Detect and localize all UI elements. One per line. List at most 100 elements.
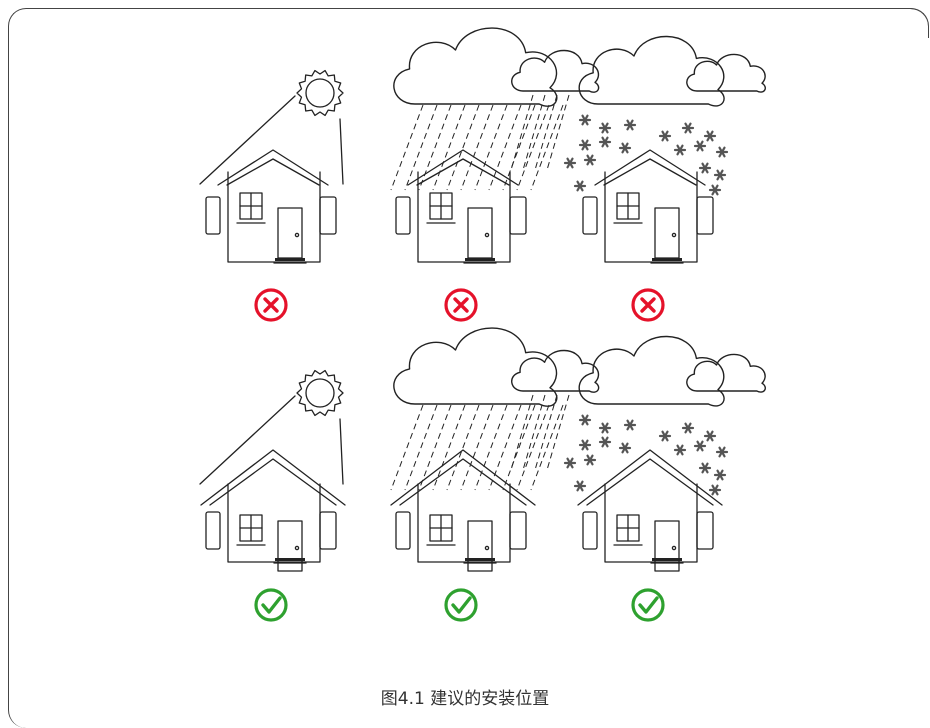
sun-rays: [296, 69, 344, 117]
rain-streak: [516, 404, 550, 491]
snowflake: [693, 440, 707, 452]
snowflake: [693, 140, 707, 152]
snowflake: [563, 457, 577, 469]
rain-streak: [460, 404, 494, 491]
snowflake: [578, 139, 592, 151]
snowflake: [573, 180, 587, 192]
cloud-large: [578, 35, 725, 107]
cloud-small: [511, 349, 600, 393]
house-door: [654, 207, 680, 259]
door-knob: [671, 545, 677, 551]
cloud-large: [393, 27, 558, 107]
unit-right: [319, 511, 337, 550]
rain-streak: [502, 404, 536, 491]
snowflake: [623, 419, 637, 431]
snowflake: [583, 154, 597, 166]
rain-streak: [546, 394, 570, 471]
snowflake: [578, 114, 592, 126]
rain-streak: [474, 104, 508, 191]
snowflake: [598, 436, 612, 448]
snowflake: [715, 446, 729, 458]
door-step: [275, 258, 305, 261]
rain-streak: [546, 94, 570, 171]
rain-streak: [502, 104, 536, 191]
rain-streak: [446, 104, 480, 191]
snowflake: [708, 484, 722, 496]
scene-sun: [199, 369, 346, 622]
house-wall: [227, 171, 321, 263]
snowflake: [715, 146, 729, 158]
house-wall: [417, 171, 511, 263]
check-circle-icon: [631, 588, 665, 622]
snowflake: [598, 122, 612, 134]
snowflake: [598, 422, 612, 434]
door-knob: [294, 232, 300, 238]
snowflake: [703, 130, 717, 142]
house-wall: [227, 483, 321, 563]
door-knob: [294, 545, 300, 551]
snowflake: [563, 157, 577, 169]
rain-streak: [530, 104, 564, 191]
house-wall: [604, 171, 698, 263]
snowflake: [618, 442, 632, 454]
unit-right: [696, 511, 714, 550]
roof-outer: [390, 449, 536, 506]
sun-beam-left: [199, 95, 296, 185]
roof-inner: [226, 158, 320, 186]
rain-streak: [418, 104, 452, 191]
rain-streak: [404, 404, 438, 491]
unit-left: [395, 196, 411, 235]
door-step: [652, 258, 682, 261]
cloud-small: [686, 53, 766, 93]
snowflake: [713, 169, 727, 181]
snowflake: [583, 454, 597, 466]
rain-streak: [510, 394, 534, 471]
snowflake: [698, 162, 712, 174]
unit-left: [582, 196, 598, 235]
snowflake: [658, 130, 672, 142]
door-step: [275, 558, 305, 561]
rain-streak: [522, 94, 546, 171]
sun-rays: [296, 369, 344, 417]
roof-outer: [200, 449, 346, 506]
figure-caption: 图4.1 建议的安装位置: [380, 689, 550, 709]
scene-sun: [199, 69, 344, 322]
scene-snow: [563, 335, 766, 622]
snowflake: [578, 414, 592, 426]
snowflake: [578, 439, 592, 451]
rain-streak: [488, 104, 522, 191]
rain-streak: [522, 394, 546, 471]
cloud-large: [578, 335, 725, 407]
house-door: [467, 207, 493, 259]
rain-streak: [404, 104, 438, 191]
snowflake: [698, 462, 712, 474]
door-knob: [484, 232, 490, 238]
check-circle-icon: [444, 588, 478, 622]
snowflake: [708, 184, 722, 196]
unit-left: [205, 511, 221, 550]
rain-streak: [432, 104, 466, 191]
unit-right: [696, 196, 714, 235]
house-door: [277, 207, 303, 259]
rain-streak: [474, 404, 508, 491]
snowflake: [681, 422, 695, 434]
row-recommended: [199, 327, 766, 622]
rain-streak: [432, 404, 466, 491]
door-step: [465, 258, 495, 261]
roof-outer: [217, 149, 329, 186]
rain-streak: [418, 404, 452, 491]
cloud-large: [393, 327, 558, 407]
cross-circle-icon: [444, 288, 478, 322]
snowflake: [658, 430, 672, 442]
rain-streak: [516, 104, 550, 191]
door-step: [465, 558, 495, 561]
house-door: [654, 520, 680, 572]
check-circle-icon: [254, 588, 288, 622]
snowflake: [713, 469, 727, 481]
rain-streak: [446, 404, 480, 491]
rain-streak: [510, 94, 534, 171]
snowflake: [618, 142, 632, 154]
unit-right: [509, 511, 527, 550]
snowflake: [573, 480, 587, 492]
roof-inner: [209, 458, 337, 506]
